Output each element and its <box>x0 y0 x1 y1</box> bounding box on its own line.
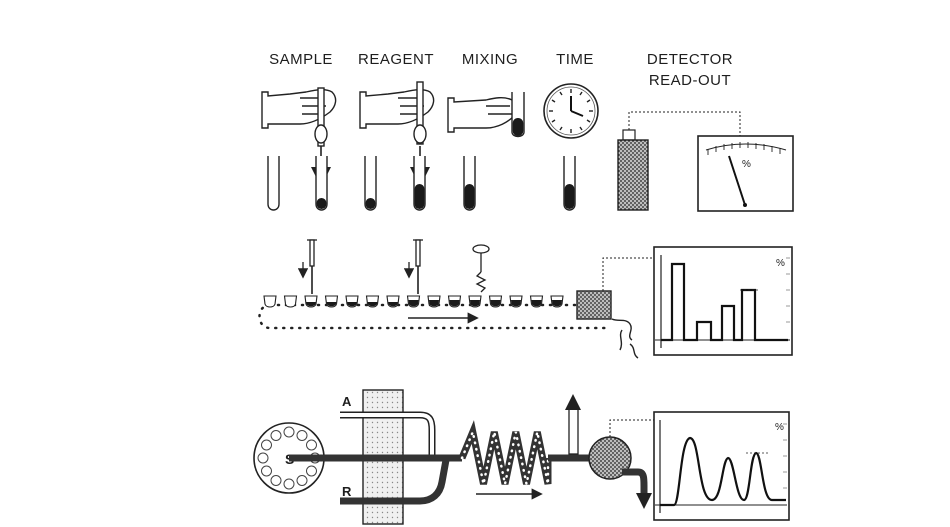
sample-probe-icon <box>297 239 317 294</box>
sampler-cup <box>306 439 317 451</box>
sampler-cup <box>283 478 295 490</box>
clock-icon <box>543 83 599 139</box>
signal-wire <box>602 257 654 291</box>
test-tube-row <box>267 156 576 211</box>
line-a-label: A <box>342 394 352 409</box>
waste-outlet <box>622 468 648 497</box>
line-r-label: R <box>342 484 352 499</box>
step-label-sample: SAMPLE <box>269 51 333 68</box>
detector-label-line2: READ-OUT <box>649 72 731 89</box>
recorder-unit-label: % <box>776 258 785 269</box>
manual-procedure-row: SAMPLE REAGENT MIXING TIME DETECTOR READ… <box>261 51 794 212</box>
sampler-cup <box>296 430 308 441</box>
chart-recorder-segmented: % <box>653 246 793 356</box>
flow-detector-block <box>576 290 612 320</box>
meter-needle <box>728 155 746 206</box>
sampler-cup <box>257 452 269 464</box>
empty-test-tube <box>267 156 280 211</box>
hand-mixing-icon <box>447 92 525 138</box>
detector-cell-icon <box>617 129 649 211</box>
conveyor-loop <box>258 303 608 330</box>
recorder-unit-label: % <box>775 422 784 433</box>
sampler-cup <box>261 439 272 451</box>
step-label-mixing: MIXING <box>462 51 518 68</box>
sample-cup <box>263 295 277 308</box>
sample-cup-row <box>263 295 564 308</box>
sampler-cup <box>261 465 272 477</box>
signal-wire <box>628 111 741 136</box>
analog-meter-icon: % <box>697 135 794 212</box>
detector-label-line1: DETECTOR <box>647 51 733 68</box>
reagent-probe-icon <box>403 239 423 294</box>
waste-drip-icon <box>611 318 639 359</box>
sample-cup <box>283 295 298 308</box>
sampler-cup <box>283 426 295 438</box>
meter-unit-label: % <box>742 159 751 170</box>
step-label-time: TIME <box>556 51 594 68</box>
reagent-line-r <box>340 459 450 505</box>
segmented-analyzer-row: % <box>258 239 793 359</box>
stirrer-icon <box>472 244 490 293</box>
sampler-cup <box>270 475 282 486</box>
sample-test-tube <box>364 156 377 211</box>
sampler-cup <box>270 430 282 441</box>
chart-recorder-flow: % <box>653 411 790 521</box>
sampler-cup <box>306 465 317 477</box>
step-label-reagent: REAGENT <box>358 51 434 68</box>
sampler-cup <box>296 475 308 486</box>
sample-test-tube <box>315 156 328 211</box>
vent-tube-icon <box>565 394 581 455</box>
flow-injection-row: S A R <box>253 389 790 525</box>
signal-wire <box>609 419 654 437</box>
